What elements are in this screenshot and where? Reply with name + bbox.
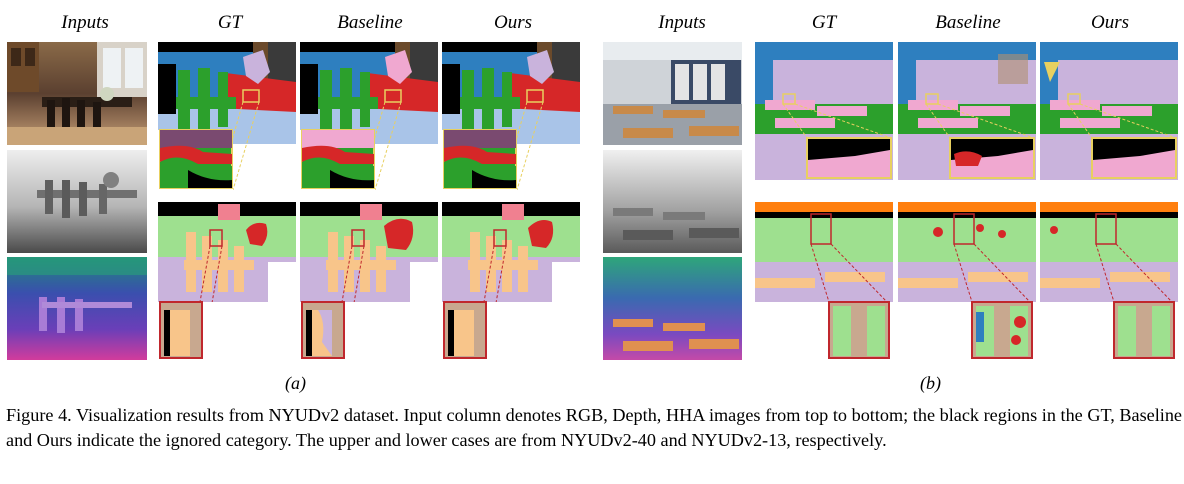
input-hha-b [603,257,742,360]
gt-upper-a [158,42,296,190]
header-inputs-b: Inputs [658,12,706,33]
subfigure-label-a: (a) [285,373,306,393]
header-ours-b: Ours [1090,12,1129,33]
input-depth-b [603,150,742,253]
header-inputs-a: Inputs [61,12,109,33]
baseline-upper-a [300,42,438,190]
baseline-lower-b [898,202,1036,360]
gt-upper-b [755,42,893,180]
input-rgb-a [7,42,147,145]
header-baseline-b: Baseline [935,12,1001,33]
subfigure-label-b: (b) [920,373,941,393]
baseline-lower-a [300,202,438,360]
input-rgb-b [603,42,742,145]
input-hha-a [7,257,147,360]
gt-lower-a [158,202,296,360]
ours-lower-b [1040,202,1178,360]
header-ours-a: Ours [493,12,532,33]
ours-upper-a [442,42,580,190]
figure-caption: Figure 4. Visualization results from NYU… [6,405,1182,450]
header-baseline-a: Baseline [337,12,403,33]
header-gt-b: GT [811,12,837,33]
ours-lower-a [442,202,580,360]
header-gt-a: GT [217,12,243,33]
ours-upper-b [1040,42,1178,180]
baseline-upper-b [898,42,1036,180]
input-depth-a [7,150,147,253]
gt-lower-b [755,202,893,360]
